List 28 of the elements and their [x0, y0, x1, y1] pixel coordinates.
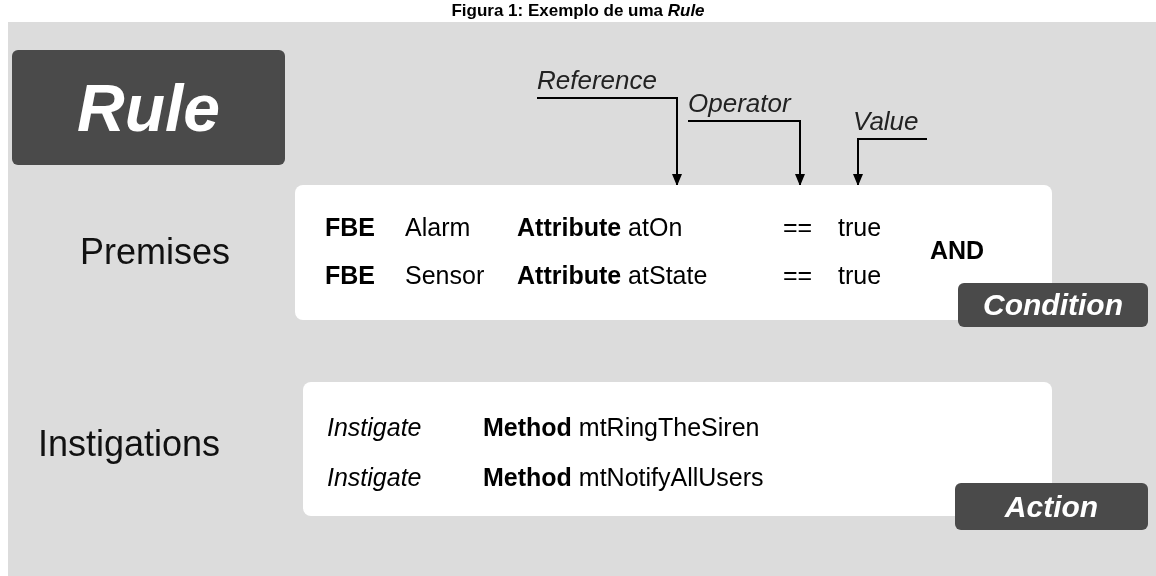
code-token: FBE [325, 260, 375, 290]
code-token: Method mtNotifyAllUsers [483, 462, 764, 492]
code-token: Sensor [405, 260, 485, 290]
code-token: Instigate [327, 412, 422, 442]
code-token: Instigate [327, 462, 422, 492]
leader-line [853, 138, 928, 186]
code-token: == [783, 212, 813, 242]
code-token: AND [930, 235, 985, 265]
code-token: true [838, 260, 882, 290]
rule-heading: Rule [77, 74, 220, 141]
title: Figura 1: Exemplo de uma Rule [450, 0, 706, 22]
code-token: Method mtRingTheSiren [483, 412, 760, 442]
code-token: FBE [325, 212, 375, 242]
title-block [12, 50, 285, 165]
leader-label: Reference [537, 62, 677, 98]
code-token: true [838, 212, 882, 242]
tag-badge: Action [955, 483, 1148, 530]
code-token: Alarm [405, 212, 471, 242]
leader-label: Value [853, 103, 927, 139]
leader-line [687, 120, 805, 186]
leader-label: Operator [688, 85, 806, 121]
section-label: Premises [80, 231, 231, 273]
code-token: == [783, 260, 813, 290]
section-label: Instigations [38, 423, 221, 465]
code-token: Attribute atState [517, 260, 708, 290]
leader-line [536, 97, 682, 186]
code-token: Attribute atOn [517, 212, 683, 242]
tag-badge: Condition [958, 283, 1148, 327]
